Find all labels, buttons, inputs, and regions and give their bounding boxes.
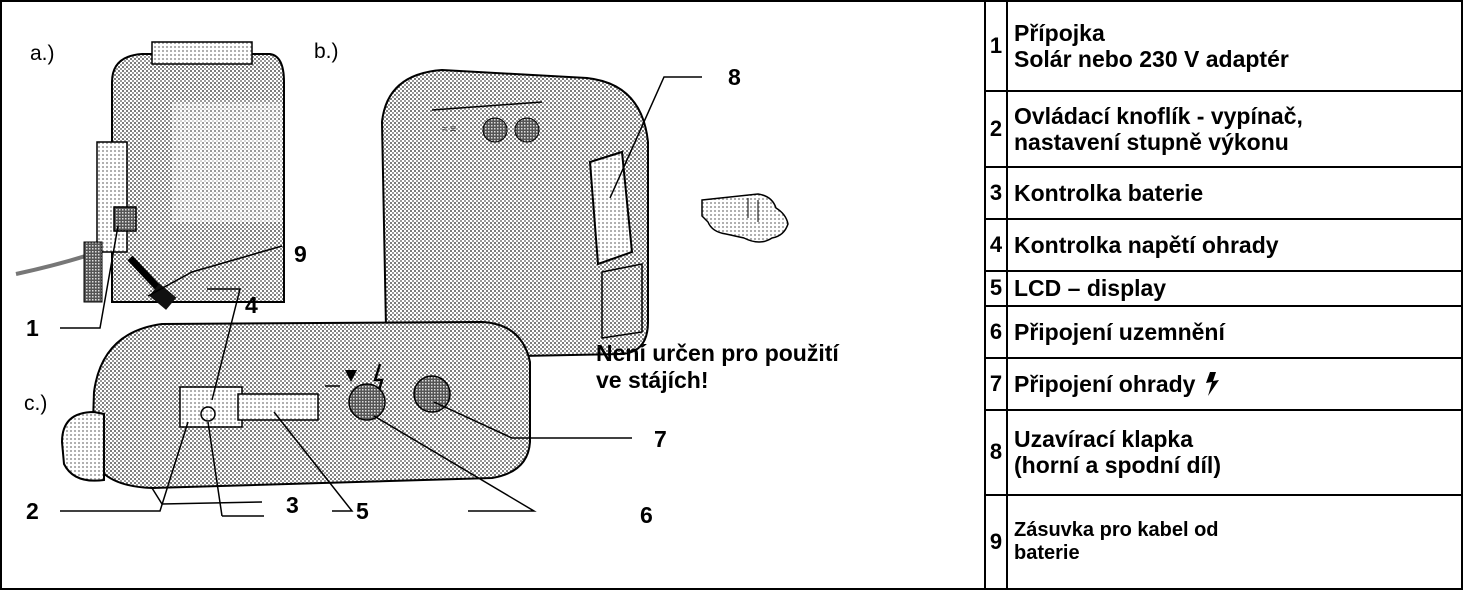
legend-text-line: nastavení stupně výkonu bbox=[1014, 128, 1289, 155]
callout-9: 9 bbox=[294, 241, 307, 267]
legend-number: 5 bbox=[986, 270, 1008, 307]
callout-1: 1 bbox=[26, 315, 39, 341]
leader-lines bbox=[60, 76, 702, 517]
legend-description: Připojení uzemnění bbox=[1006, 304, 1461, 359]
lightning-icon bbox=[1206, 371, 1220, 396]
callout-5: 5 bbox=[356, 498, 369, 524]
legend-description: Kontrolka napětí ohrady bbox=[1006, 218, 1461, 273]
legend-text-line: Uzavírací klapka bbox=[1014, 426, 1194, 453]
view-label-b: b.) bbox=[314, 40, 339, 63]
legend-text-line: Přípojka bbox=[1014, 19, 1105, 46]
legend-number: 6 bbox=[986, 304, 1008, 359]
legend-text-line: Připojení ohrady bbox=[1014, 370, 1196, 397]
legend-description: Připojení ohrady bbox=[1006, 356, 1461, 411]
callout-6: 6 bbox=[640, 502, 653, 528]
legend-description: Kontrolka baterie bbox=[1006, 165, 1461, 221]
legend-text-line: Ovládací knoflík - vypínač, bbox=[1014, 102, 1303, 129]
view-label-a: a.) bbox=[30, 42, 55, 65]
legend-text-line: (horní a spodní díl) bbox=[1014, 452, 1221, 479]
legend-number: 3 bbox=[986, 165, 1008, 221]
illustration-panel: a.) b.) c.) ≈ ≡ bbox=[0, 0, 986, 590]
callout-7: 7 bbox=[654, 426, 667, 452]
callout-8: 8 bbox=[728, 64, 741, 90]
callout-4: 4 bbox=[245, 292, 258, 318]
legend-number: 7 bbox=[986, 356, 1008, 411]
legend-text-line: Kontrolka napětí ohrady bbox=[1014, 232, 1279, 259]
warning-line-2: ve stájích! bbox=[596, 367, 709, 393]
legend-description: LCD – display bbox=[1006, 270, 1461, 307]
callout-3: 3 bbox=[286, 492, 299, 518]
warning-line-1: Není určen pro použití bbox=[596, 340, 840, 366]
legend-text-line: Kontrolka baterie bbox=[1014, 179, 1204, 206]
legend-text-line: LCD – display bbox=[1014, 275, 1167, 302]
legend-text-line: Připojení uzemnění bbox=[1014, 318, 1225, 345]
pointing-hand-icon bbox=[701, 193, 789, 243]
legend-text-line: Solár nebo 230 V adaptér bbox=[1014, 45, 1289, 72]
legend-text-line: Zásuvka pro kabel od bbox=[1014, 518, 1219, 541]
legend-number: 1 bbox=[986, 2, 1008, 92]
callout-2: 2 bbox=[26, 498, 39, 524]
legend-text-line: baterie bbox=[1014, 541, 1080, 564]
legend-number: 2 bbox=[986, 89, 1008, 168]
device-view-c bbox=[60, 320, 531, 505]
device-view-a bbox=[15, 41, 285, 310]
view-label-c: c.) bbox=[24, 392, 47, 415]
legend-number: 8 bbox=[986, 408, 1008, 496]
legend-description: Ovládací knoflík - vypínač,nastavení stu… bbox=[1006, 89, 1461, 168]
legend-number: 4 bbox=[986, 218, 1008, 273]
device-view-b: ≈ ≡ bbox=[380, 68, 649, 360]
device-illustration: a.) b.) c.) ≈ ≡ bbox=[15, 40, 840, 528]
svg-text:≈ ≡: ≈ ≡ bbox=[442, 124, 456, 135]
legend-number: 9 bbox=[986, 493, 1008, 588]
legend-description: Uzavírací klapka(horní a spodní díl) bbox=[1006, 408, 1461, 496]
